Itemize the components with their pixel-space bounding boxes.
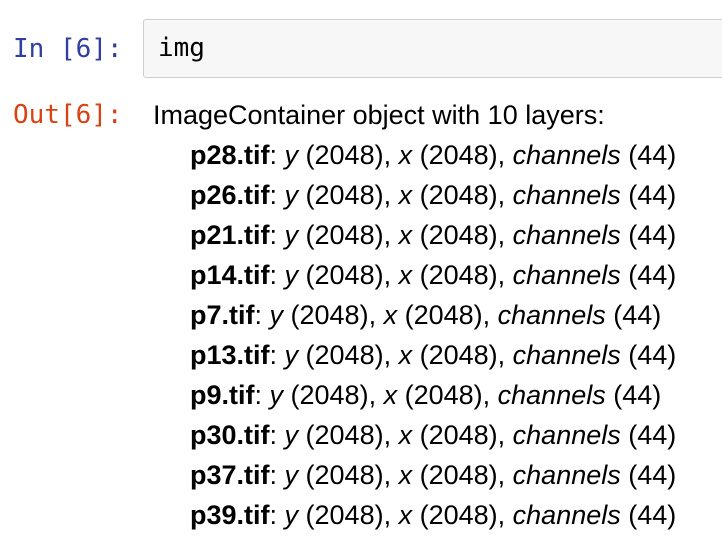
layer-name: p26.tif [190, 180, 270, 210]
dim-label: y [284, 260, 299, 290]
dim-label: y [269, 380, 284, 410]
dim-label: x [398, 500, 413, 530]
layer-row: p37.tif: y (2048), x (2048), channels (4… [190, 460, 677, 490]
code-input-area[interactable]: img [143, 19, 722, 78]
layer-list: p28.tif: y (2048), x (2048), channels (4… [153, 135, 722, 535]
dim-label: channels [497, 300, 606, 330]
layer-name: p28.tif [190, 140, 270, 170]
dim-label: x [398, 420, 413, 450]
output-header: ImageContainer object with 10 layers: [153, 100, 605, 130]
dim-label: x [398, 140, 413, 170]
code-text: img [158, 33, 205, 63]
dim-label: y [284, 460, 299, 490]
dim-label: channels [512, 500, 621, 530]
layer-row: p21.tif: y (2048), x (2048), channels (4… [190, 220, 677, 250]
input-prompt: In [6]: [13, 33, 123, 64]
layer-name: p39.tif [190, 500, 270, 530]
dim-label: x [398, 220, 413, 250]
dim-label: x [398, 260, 413, 290]
dim-label: channels [512, 180, 621, 210]
dim-label: y [284, 500, 299, 530]
dim-label: channels [512, 460, 621, 490]
layer-name: p13.tif [190, 340, 270, 370]
layer-row: p26.tif: y (2048), x (2048), channels (4… [190, 180, 677, 210]
layer-row: p30.tif: y (2048), x (2048), channels (4… [190, 420, 677, 450]
dim-label: y [284, 180, 299, 210]
output-prompt: Out[6]: [13, 100, 123, 130]
dim-label: x [398, 460, 413, 490]
dim-label: channels [512, 220, 621, 250]
notebook: In [6]: img Out[6]: ImageContainer objec… [0, 19, 722, 535]
dim-label: channels [512, 340, 621, 370]
dim-label: y [284, 420, 299, 450]
dim-label: channels [497, 380, 606, 410]
layer-row: p9.tif: y (2048), x (2048), channels (44… [190, 380, 662, 410]
layer-row: p7.tif: y (2048), x (2048), channels (44… [190, 300, 662, 330]
layer-name: p7.tif [190, 300, 255, 330]
layer-name: p37.tif [190, 460, 270, 490]
layer-row: p14.tif: y (2048), x (2048), channels (4… [190, 260, 677, 290]
layer-row: p13.tif: y (2048), x (2048), channels (4… [190, 340, 677, 370]
dim-label: x [383, 380, 398, 410]
dim-label: x [398, 340, 413, 370]
output-area: ImageContainer object with 10 layers: p2… [143, 95, 722, 535]
layer-name: p14.tif [190, 260, 270, 290]
layer-name: p21.tif [190, 220, 270, 250]
layer-row: p28.tif: y (2048), x (2048), channels (4… [190, 140, 677, 170]
dim-label: y [284, 340, 299, 370]
output-cell: Out[6]: ImageContainer object with 10 la… [0, 95, 722, 535]
layer-name: p30.tif [190, 420, 270, 450]
dim-label: channels [512, 420, 621, 450]
layer-row: p39.tif: y (2048), x (2048), channels (4… [190, 500, 677, 530]
dim-label: channels [512, 140, 621, 170]
dim-label: x [383, 300, 398, 330]
code-cell: In [6]: img [0, 19, 722, 78]
dim-label: x [398, 180, 413, 210]
dim-label: y [269, 300, 284, 330]
dim-label: channels [512, 260, 621, 290]
layer-name: p9.tif [190, 380, 255, 410]
dim-label: y [284, 220, 299, 250]
dim-label: y [284, 140, 299, 170]
